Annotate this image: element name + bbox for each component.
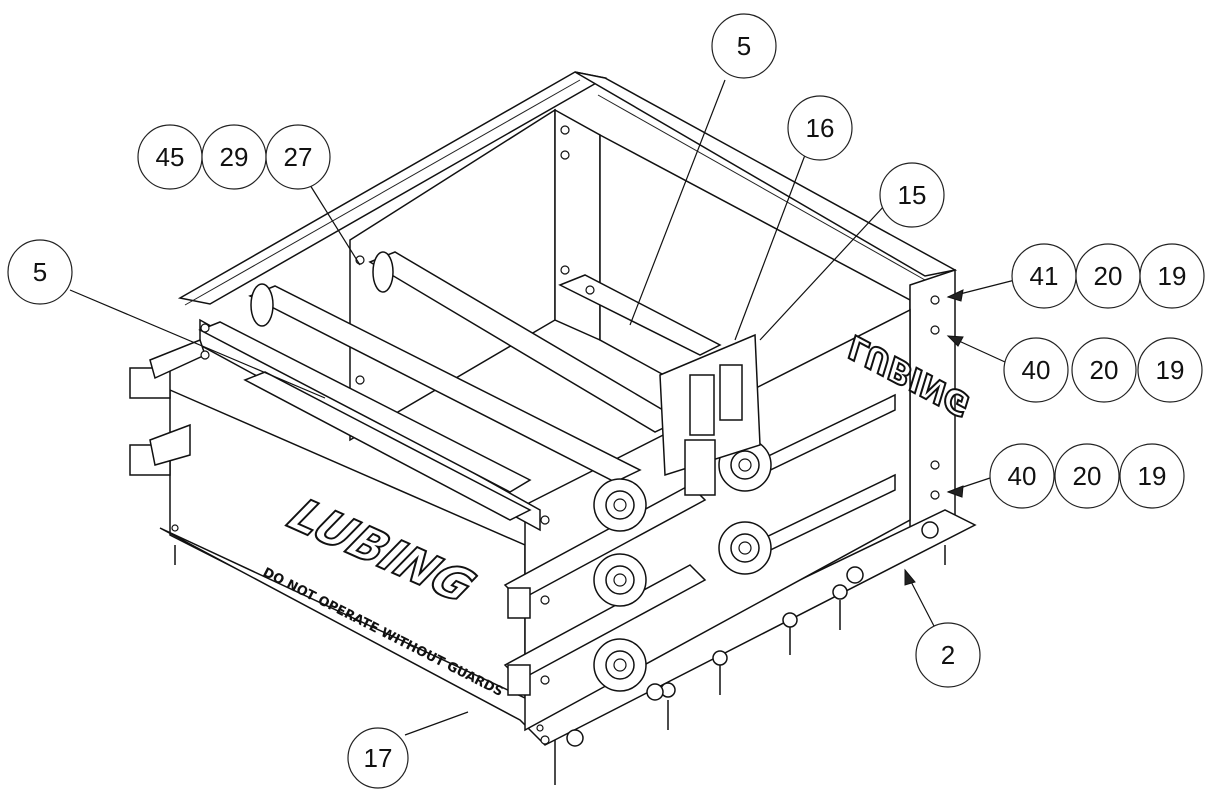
balloon-2: 2 xyxy=(915,622,981,688)
balloon-15: 15 xyxy=(879,162,945,228)
balloon-40-b: 40 xyxy=(989,443,1055,509)
mounting-holes xyxy=(171,125,940,745)
valve-body xyxy=(689,374,715,436)
machine-frame: LUBING DO NOT OPERATE WITHOUT GUARDS LUB… xyxy=(129,71,978,785)
svg-text:40: 40 xyxy=(1022,355,1051,385)
svg-text:45: 45 xyxy=(156,142,185,172)
balloon-41: 41 xyxy=(1011,243,1077,309)
svg-text:20: 20 xyxy=(1073,461,1102,491)
svg-text:20: 20 xyxy=(1094,261,1123,291)
balloon-45: 45 xyxy=(137,124,203,190)
balloon-29: 29 xyxy=(201,124,267,190)
callout-balloons: 5 16 15 45 29 27 5 41 20 19 40 20 19 40 … xyxy=(7,13,1205,789)
balloon-19-a: 19 xyxy=(1139,243,1205,309)
roller-front-lower xyxy=(198,321,532,493)
balloon-5-top: 5 xyxy=(711,13,777,79)
roller-front-bottom xyxy=(243,371,532,521)
svg-text:27: 27 xyxy=(284,142,313,172)
svg-text:5: 5 xyxy=(33,257,47,287)
balloon-19-b: 19 xyxy=(1137,337,1203,403)
svg-text:19: 19 xyxy=(1156,355,1185,385)
svg-text:20: 20 xyxy=(1090,355,1119,385)
svg-text:5: 5 xyxy=(737,31,751,61)
svg-text:19: 19 xyxy=(1158,261,1187,291)
leader-lines xyxy=(69,79,1016,736)
balloon-20-c: 20 xyxy=(1054,443,1120,509)
balloon-20-a: 20 xyxy=(1075,243,1141,309)
balloon-27: 27 xyxy=(265,124,331,190)
roller-rear-lower xyxy=(558,274,722,356)
svg-text:2: 2 xyxy=(941,640,955,670)
balloon-17: 17 xyxy=(347,727,409,789)
svg-text:15: 15 xyxy=(898,180,927,210)
balloon-40-a: 40 xyxy=(1003,337,1069,403)
svg-text:29: 29 xyxy=(220,142,249,172)
rear-corner-post xyxy=(554,108,601,342)
leveling-bolts xyxy=(174,521,946,785)
svg-text:16: 16 xyxy=(806,113,835,143)
svg-text:41: 41 xyxy=(1030,261,1059,291)
svg-text:17: 17 xyxy=(364,743,393,773)
svg-text:40: 40 xyxy=(1008,461,1037,491)
balloon-5-left: 5 xyxy=(7,239,73,305)
drive-wheels xyxy=(593,438,772,692)
balloon-20-b: 20 xyxy=(1071,337,1137,403)
balloon-19-c: 19 xyxy=(1119,443,1185,509)
rollers xyxy=(198,251,722,521)
balloon-16: 16 xyxy=(787,95,853,161)
svg-text:19: 19 xyxy=(1138,461,1167,491)
